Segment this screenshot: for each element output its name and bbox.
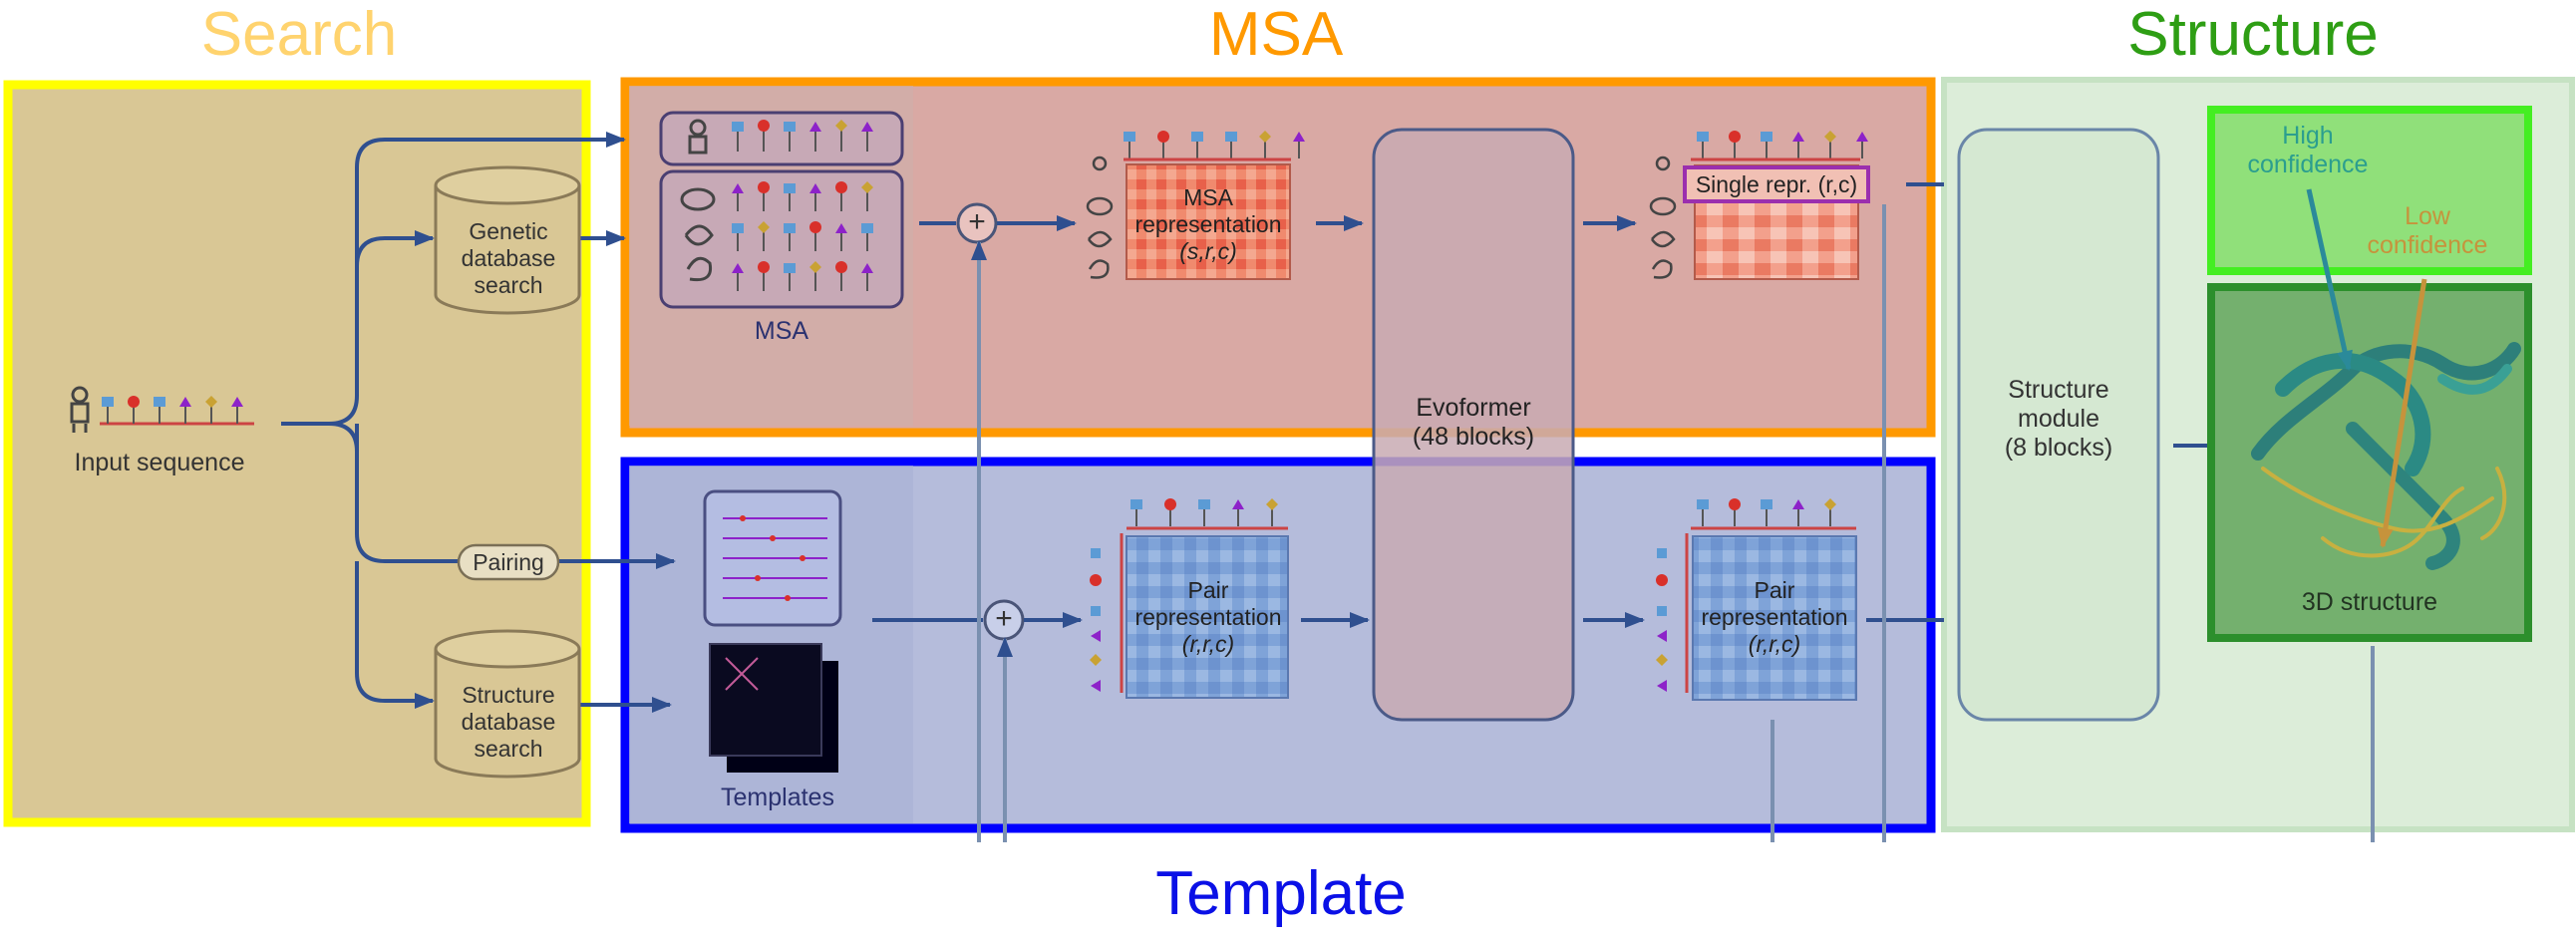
templates-icons [703, 489, 842, 773]
plus-sign-pair: + [995, 602, 1013, 635]
recycling-lines [971, 204, 2375, 842]
structure-module-block [1957, 128, 2160, 722]
high-confidence-label: High confidence [2247, 122, 2369, 178]
structure-module-label: Structure module (8 blocks) [2004, 376, 2113, 462]
single-representation-block [1649, 131, 1870, 280]
single-representation-label: Single repr. (r,c) [1695, 171, 1858, 197]
msa-stack [659, 111, 904, 309]
structure-3d-box [2207, 283, 2532, 642]
section-heading-msa: MSA [1208, 0, 1344, 69]
section-heading-search: Search [200, 0, 398, 69]
structure-database-cylinder [434, 629, 581, 779]
msa-label: MSA [754, 317, 809, 345]
pair-representation-label-2: Pair representation (r,r,c) [1701, 577, 1848, 657]
pairing-label: Pairing [473, 549, 544, 575]
genetic-database-cylinder [434, 165, 581, 315]
templates-label: Templates [721, 784, 834, 811]
search-branch-lines [281, 132, 676, 713]
high-confidence-arrow [2306, 188, 2353, 371]
structure-3d-label: 3D structure [2301, 588, 2438, 616]
msa-representation-block [1086, 131, 1305, 280]
evoformer-label: Evoformer (48 blocks) [1412, 394, 1535, 451]
plus-sign-msa: + [968, 205, 986, 238]
low-confidence-arrow [2377, 278, 2427, 548]
pairing-pill [457, 543, 560, 581]
input-sequence-label: Input sequence [74, 449, 245, 476]
input-sequence-glyphs [70, 386, 254, 433]
pair-representation-block-1 [1090, 498, 1289, 699]
low-confidence-label: Low confidence [2367, 202, 2488, 259]
pair-representation-block-2 [1656, 498, 1857, 701]
genetic-database-label: Genetic database search [461, 218, 556, 298]
high-confidence-box [2207, 106, 2532, 275]
flow-arrows [872, 182, 2241, 628]
msa-representation-label: MSA representation (s,r,c) [1134, 184, 1282, 264]
structure-database-label: Structure database search [461, 682, 556, 762]
section-heading-template: Template [1155, 859, 1407, 928]
section-heading-structure: Structure [2127, 0, 2379, 69]
pair-representation-label-1: Pair representation (r,r,c) [1134, 577, 1282, 657]
evoformer-block [1372, 128, 1575, 722]
